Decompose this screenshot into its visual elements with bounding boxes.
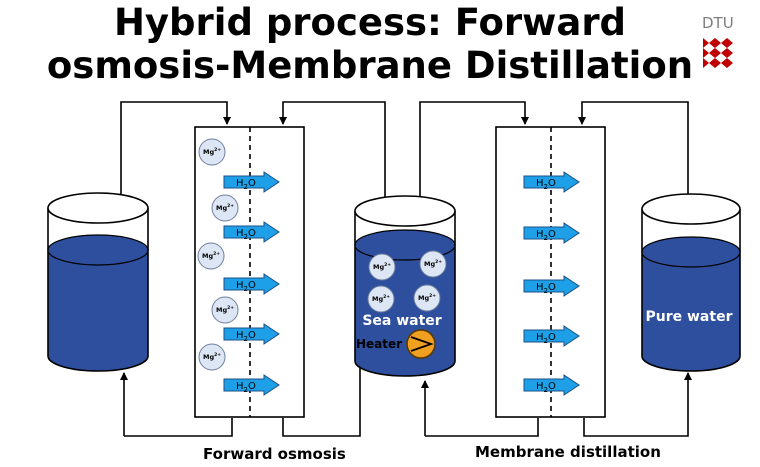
md-to-pure-line <box>583 372 692 437</box>
mg-ion: Mg2+ <box>413 284 441 312</box>
mg-ion-label: Mg2+ <box>372 294 390 303</box>
h2o-label: H2O <box>536 282 556 295</box>
mg-ion-label: Mg2+ <box>373 262 391 271</box>
forward-osmosis-caption: Forward osmosis <box>203 445 346 463</box>
dtu-logo-icon <box>703 38 733 68</box>
water-flux-arrow: H2O <box>523 171 580 193</box>
flow-lines <box>120 101 692 437</box>
mg-ion: Mg2+ <box>197 242 225 270</box>
membrane-distillation-caption: Membrane distillation <box>475 443 661 461</box>
mg-ion: Mg2+ <box>368 253 396 281</box>
fo-to-sea-line <box>282 365 361 437</box>
title-line-2: osmosis-Membrane Distillation <box>46 44 694 87</box>
water-flux-arrow: H2O <box>523 275 580 297</box>
title-line-1: Hybrid process: Forward <box>113 1 627 44</box>
h2o-label: H2O <box>536 178 556 191</box>
mg-ion-label: Mg2+ <box>216 203 234 212</box>
water-flux-arrow: H2O <box>223 221 280 243</box>
mg-ion: Mg2+ <box>367 285 395 313</box>
water-flux-arrow: H2O <box>523 222 580 244</box>
mg-ion-label: Mg2+ <box>202 251 220 260</box>
sea-water-label: Sea water <box>362 313 441 329</box>
water-flux-arrow: H2O <box>523 374 580 396</box>
heater-label: Heater <box>356 337 402 351</box>
magnesium-ions: Mg2+ Mg2+ Mg2+ Mg2+ Mg2+ Mg2+ Mg2+ Mg2+ Mg2+ <box>197 138 447 371</box>
pure-water-label: Pure water <box>646 309 733 325</box>
h2o-label: H2O <box>536 332 556 345</box>
mg-ion: Mg2+ <box>198 343 226 371</box>
fo-bottom-line <box>124 418 233 437</box>
draw-solution-feed-line <box>120 101 231 208</box>
mg-ion: Mg2+ <box>419 250 447 278</box>
sea-to-fo-line <box>279 101 386 208</box>
mg-ion-label: Mg2+ <box>418 293 436 302</box>
mg-ion: Mg2+ <box>198 138 226 166</box>
md-bottom-left-line <box>425 418 539 437</box>
h2o-label: H2O <box>236 178 256 191</box>
water-flux-arrow: H2O <box>223 323 280 345</box>
h2o-label: H2O <box>236 228 256 241</box>
mg-ion: Mg2+ <box>211 296 239 324</box>
mg-ion-label: Mg2+ <box>216 305 234 314</box>
water-flux-arrow: H2O <box>223 171 280 193</box>
water-flux-arrows: H2O H2O H2O H2O H2O H2O H2O H2O H2O H2O <box>223 171 580 396</box>
water-flux-arrow: H2O <box>223 273 280 295</box>
mg-ion-label: Mg2+ <box>424 259 442 268</box>
water-flux-arrow: H2O <box>223 374 280 396</box>
h2o-label: H2O <box>236 330 256 343</box>
pure-water-tank <box>641 193 741 372</box>
draw-solution-tank <box>47 192 149 372</box>
mg-ion-label: Mg2+ <box>203 352 221 361</box>
heater-icon <box>406 329 436 359</box>
h2o-label: H2O <box>536 381 556 394</box>
mg-ion: Mg2+ <box>211 194 239 222</box>
h2o-label: H2O <box>236 381 256 394</box>
dtu-logo-text: DTU <box>702 14 734 32</box>
sea-to-md-line <box>419 101 529 208</box>
mg-ion-label: Mg2+ <box>203 147 221 156</box>
h2o-label: H2O <box>536 229 556 242</box>
h2o-label: H2O <box>236 280 256 293</box>
pure-to-md-line <box>578 101 689 198</box>
water-flux-arrow: H2O <box>523 325 580 347</box>
